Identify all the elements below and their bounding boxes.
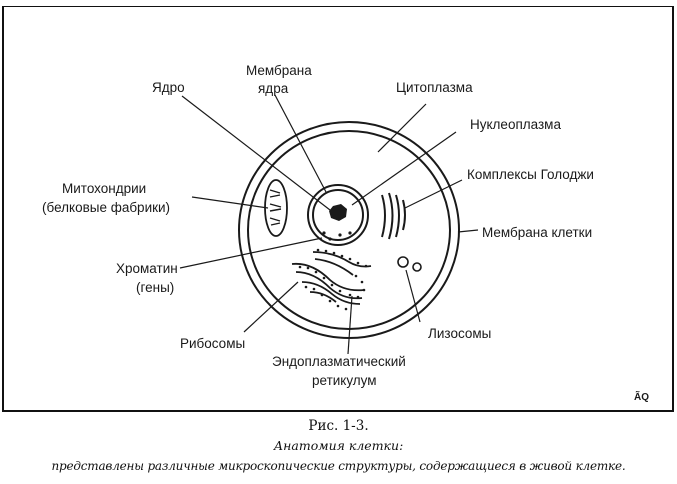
chromatin-dot	[348, 231, 352, 235]
label-mitochondria: (белковые фабрики)	[42, 200, 170, 215]
leader-lysosomes	[405, 269, 421, 323]
cell-membrane-inner	[247, 130, 451, 330]
label-cell-membrane: Мембрана клетки	[482, 225, 592, 240]
leader-lines	[179, 94, 479, 355]
label-mitochondria: Митохондрии	[62, 181, 146, 196]
chromatin-dot	[322, 231, 326, 235]
leader-chromatin	[179, 237, 323, 269]
label-chromatin: (гены)	[136, 280, 174, 295]
figure-description: представлены различные микроскопические …	[51, 459, 626, 473]
cell-diagram: Ядро Мембрана ядра Цитоплазма Нуклеоплаз…	[42, 63, 649, 403]
label-lysosomes: Лизосомы	[428, 326, 491, 341]
label-er: ретикулум	[312, 373, 377, 388]
label-ribosomes: Рибосомы	[180, 336, 245, 351]
lysosome	[412, 262, 422, 272]
label-nuclear-membrane: ядра	[258, 81, 289, 96]
label-cytoplasm: Цитоплазма	[396, 80, 473, 95]
chromatin-dot	[328, 237, 332, 241]
leader-ribosomes	[243, 281, 299, 333]
leader-nuclear-membrane	[274, 94, 327, 193]
label-nucleoplasm: Нуклеоплазма	[470, 117, 561, 132]
leader-cytoplasm	[377, 103, 427, 153]
lysosome	[397, 256, 409, 268]
nucleolus	[329, 204, 347, 221]
label-nuclear-membrane: Мембрана	[246, 63, 312, 78]
nuclear-membrane-inner	[312, 189, 364, 241]
figure-title: Анатомия клетки:	[273, 438, 404, 453]
nuclear-membrane-outer	[307, 184, 369, 246]
leader-golgi	[404, 179, 463, 209]
artist-signature: ÃQ	[634, 390, 649, 403]
golgi-apparatus	[381, 192, 406, 240]
label-golgi: Комплексы Голоджи	[467, 167, 594, 182]
leader-er	[347, 295, 353, 355]
leader-cell-membrane	[457, 229, 479, 233]
label-chromatin: Хроматин	[116, 261, 178, 276]
leader-nucleus	[181, 95, 331, 211]
endoplasmic-reticulum	[291, 251, 372, 305]
leader-mitochondria	[191, 196, 269, 209]
figure-number: Рис. 1-3.	[308, 418, 369, 434]
label-er: Эндоплазматический	[272, 354, 406, 369]
leader-nucleoplasm	[351, 131, 457, 206]
mitochondrion-cristae	[269, 189, 282, 226]
chromatin-dot	[338, 233, 342, 237]
ribosome-dots	[298, 248, 368, 311]
mitochondrion	[264, 179, 288, 237]
label-nucleus: Ядро	[152, 80, 185, 95]
figure-frame	[2, 6, 674, 412]
